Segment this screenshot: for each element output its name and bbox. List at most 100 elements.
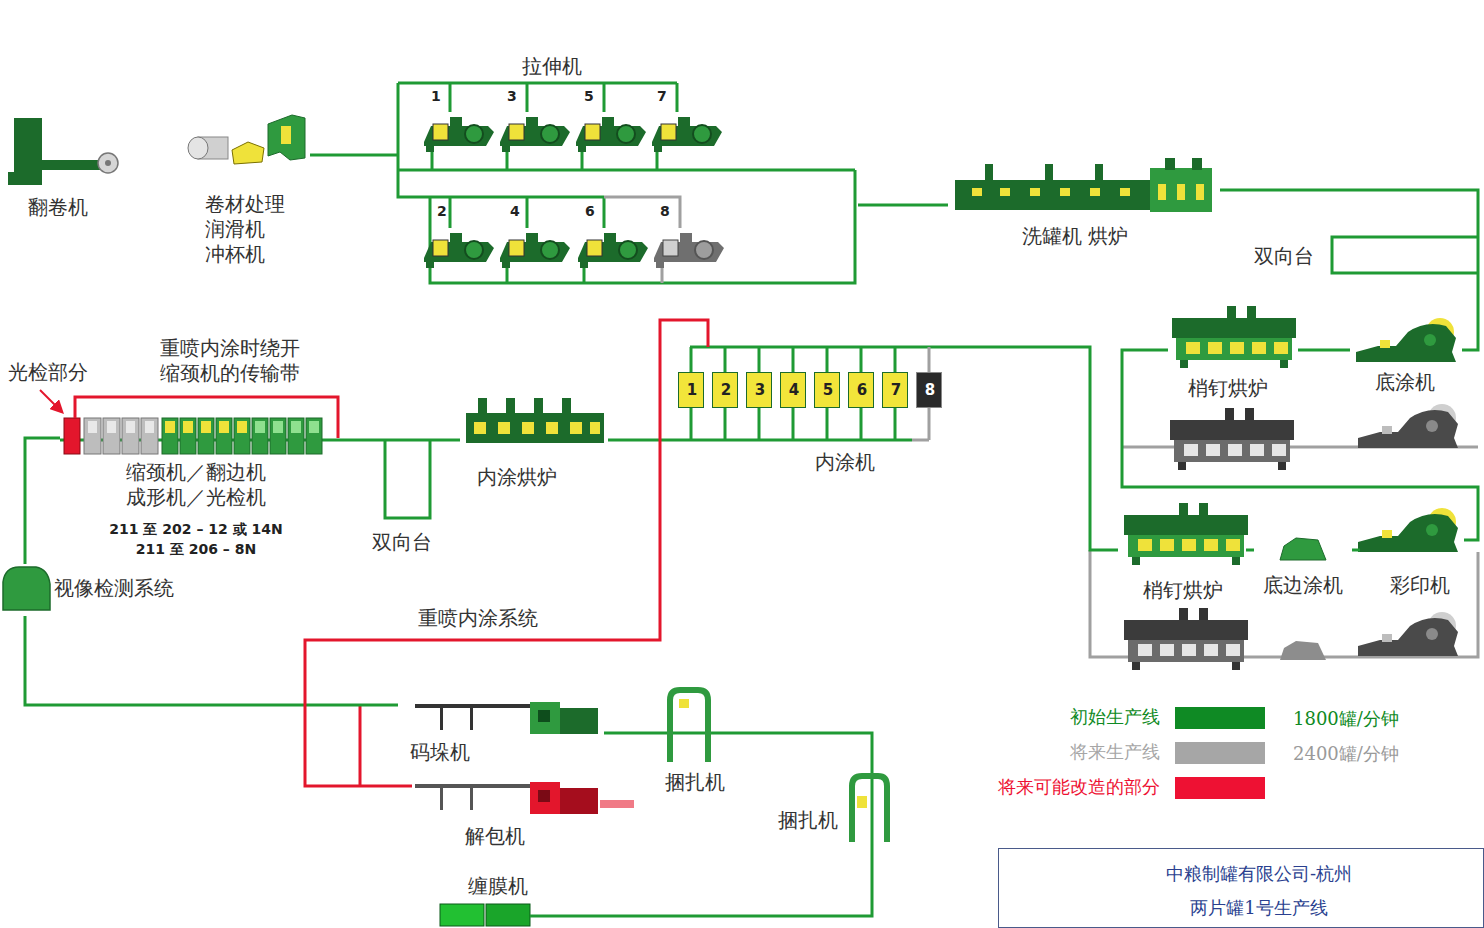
wrapper-icon	[530, 915, 542, 918]
conveyor-line	[344, 439, 362, 442]
necker-cells	[88, 421, 97, 433]
depalletizer-icon	[560, 788, 598, 814]
callout-number: 2	[437, 203, 447, 221]
bodymaker-icons	[654, 233, 724, 268]
machine-label: 内涂机	[815, 450, 875, 475]
necker-cells	[180, 418, 196, 454]
necker-cells	[270, 418, 286, 454]
deco-oven-icons	[1280, 538, 1326, 560]
turntable-loop	[362, 440, 444, 518]
cupper-icon	[188, 115, 305, 164]
callout-number: 3	[507, 88, 517, 106]
annotation: 光检部分	[8, 360, 88, 385]
machine-label: 211 至 202 – 12 或 14N	[109, 521, 282, 539]
legend-row: 将来生产线	[990, 741, 1270, 767]
machine-label: 4	[789, 381, 799, 400]
legend-text: 将来生产线	[1070, 741, 1160, 764]
conveyor-line	[735, 733, 872, 772]
deco-oven-icons	[1172, 306, 1296, 368]
legend-text: 将来可能改造的部分	[998, 776, 1160, 799]
machine-label: 梢钉烘炉	[1188, 376, 1268, 401]
vision-icon	[3, 567, 50, 610]
turntable-station: 双向台	[1250, 226, 1482, 286]
ibo-oven-icon	[498, 422, 510, 434]
machine-label: 缩颈机／翻边机 成形机／光检机	[122, 460, 270, 510]
legend-swatch	[1175, 777, 1265, 799]
necker-cells	[288, 418, 304, 454]
strapper-icon	[857, 796, 867, 808]
conveyor-line	[858, 204, 948, 207]
machine-station: 彩印机	[1360, 508, 1464, 601]
inside-spray-rails	[676, 333, 944, 440]
cupper-icon	[268, 115, 305, 160]
conveyor-line	[310, 154, 398, 157]
spray-unit-box: 6	[848, 372, 874, 408]
conveyor-line	[608, 439, 676, 442]
machine-group: 内涂机12345678	[676, 333, 944, 483]
machine-label: 1	[687, 381, 697, 400]
machine-label: 彩印机	[1390, 573, 1450, 598]
necker-cells	[145, 421, 154, 433]
bodymaker-icons	[424, 117, 494, 152]
washer-icon	[955, 180, 1150, 210]
necker-cells	[291, 421, 301, 433]
legend-row: 将来可能改造的部分	[990, 776, 1270, 802]
palletizer-icon	[470, 708, 473, 730]
turntable-loop	[1332, 226, 1478, 286]
machine-label: 6	[857, 381, 867, 400]
necker-cells	[198, 418, 214, 454]
washer-icon	[985, 164, 993, 182]
wrapper-icon	[440, 904, 484, 926]
necker-cells	[122, 418, 139, 454]
conveyor-line	[1462, 286, 1478, 350]
washer-icon	[1095, 164, 1103, 182]
ibo-oven-icon	[466, 398, 604, 443]
machine-label: 捆扎机	[778, 808, 838, 833]
washer-icon	[1045, 164, 1053, 182]
bodymaker-icons	[500, 117, 570, 152]
strapper-icon	[871, 772, 874, 844]
washer-icon	[1177, 184, 1185, 200]
conveyor-line	[305, 320, 708, 786]
necker-cells	[107, 421, 116, 433]
callout-number: 7	[657, 88, 667, 106]
necker-cells	[255, 421, 265, 433]
title-block: 中粮制罐有限公司-杭州两片罐1号生产线	[998, 848, 1484, 928]
machine-label: 码垛机	[410, 740, 470, 765]
vision-icon	[3, 567, 50, 610]
machine-group: 拉伸机	[398, 51, 858, 285]
depalletizer-icon	[538, 790, 550, 802]
necker-cells	[162, 418, 178, 454]
necker-cells	[216, 418, 232, 454]
washer-icon	[1165, 158, 1175, 170]
machine-label: 洗罐机 烘炉	[1022, 224, 1128, 249]
depalletizer-icon	[415, 784, 535, 788]
washer-icon	[1158, 184, 1166, 200]
bodymaker-icons	[424, 117, 724, 268]
palletizer-icon	[440, 708, 443, 730]
palletizer-icon	[560, 708, 598, 734]
washer-icon	[1120, 188, 1130, 196]
turntable-station: 双向台	[362, 430, 444, 558]
spray-unit-box: 4	[780, 372, 806, 408]
machine-station: 翻卷机	[8, 112, 124, 223]
bypass-bracket	[75, 397, 338, 438]
machine-label: 视像检测系统	[54, 576, 174, 601]
necker-cells	[103, 418, 120, 454]
legend-swatch	[1175, 742, 1265, 764]
ibo-oven-icon	[590, 422, 600, 434]
inside-spray-rails	[676, 347, 944, 440]
legend-row: 初始生产线	[990, 706, 1270, 732]
callout-number: 1	[431, 88, 441, 106]
leader-arrow	[40, 390, 62, 412]
necker-cells	[237, 421, 247, 433]
deco-oven-icons	[1280, 641, 1326, 660]
spray-unit-box: 5	[814, 372, 840, 408]
bodymaker-icons	[578, 233, 648, 268]
machine-station: 码垛机	[398, 696, 604, 768]
machine-label: 缠膜机	[468, 874, 528, 899]
strapper-icon	[670, 690, 708, 762]
machine-label: 双向台	[1254, 244, 1314, 269]
ibo-oven-icon	[570, 422, 582, 434]
